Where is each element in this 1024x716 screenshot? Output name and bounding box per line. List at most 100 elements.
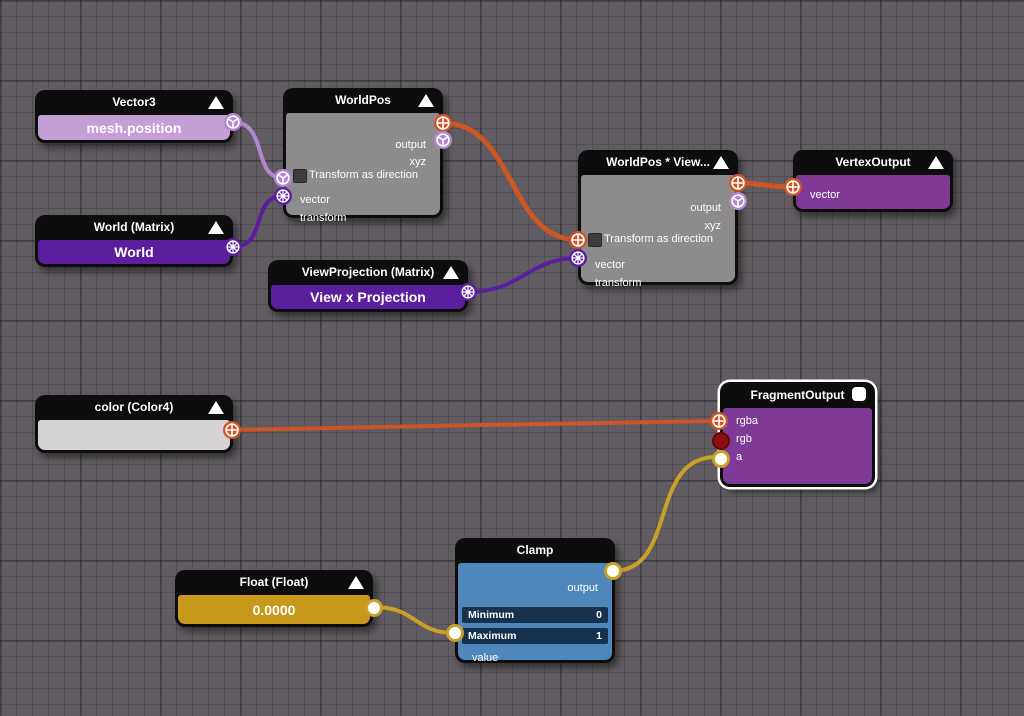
link-viewprojection-to-worldposview-transform[interactable] <box>466 256 580 294</box>
node-float[interactable]: Float (Float) 0.0000 <box>175 570 383 627</box>
crosshair-icon <box>786 180 800 194</box>
collapse-triangle-icon[interactable] <box>713 156 729 169</box>
transform-port-label: transform <box>300 212 347 224</box>
link-float-to-clamp-value[interactable] <box>371 605 457 635</box>
node-title: ViewProjection (Matrix) <box>268 260 468 285</box>
link-clamp-to-fragmentoutput-a[interactable] <box>611 455 718 573</box>
node-title: FragmentOutput <box>720 382 875 408</box>
param-label: Minimum <box>468 609 515 621</box>
node-title: Vector3 <box>35 90 233 115</box>
crosshair-icon <box>731 176 745 190</box>
transform-as-direction-checkbox[interactable] <box>293 169 307 183</box>
clamp-value-port[interactable] <box>446 624 464 642</box>
value-port-label: value <box>472 652 499 664</box>
node-body: vector <box>796 175 950 209</box>
node-title: color (Color4) <box>35 395 233 420</box>
link-world-to-worldpos-transform[interactable] <box>231 194 285 249</box>
float-output-port[interactable] <box>365 599 383 617</box>
transform-as-direction-checkbox[interactable] <box>588 233 602 247</box>
link-worldpos-to-worldposview-vector[interactable] <box>440 120 581 243</box>
node-value: 0.0000 <box>178 595 370 624</box>
crosshair-icon <box>225 423 239 437</box>
color4-output-port[interactable] <box>223 421 241 439</box>
mercedes-y-icon <box>226 115 240 129</box>
viewprojection-output-port[interactable] <box>459 283 477 301</box>
fragmentoutput-rgb-port[interactable] <box>712 432 730 450</box>
fragmentoutput-a-port[interactable] <box>712 450 730 468</box>
clamp-output-port[interactable] <box>604 562 622 580</box>
node-body: output xyz Transform as direction vector… <box>581 175 735 289</box>
vertexoutput-vector-port[interactable] <box>784 178 802 196</box>
node-body: output Minimum 0 Maximum 1 value <box>458 563 612 664</box>
globe-icon <box>226 240 240 254</box>
output-port-label: output <box>395 139 426 151</box>
checkbox-label: Transform as direction <box>309 169 419 181</box>
mercedes-y-icon <box>731 194 745 208</box>
node-value: View x Projection <box>271 285 465 309</box>
param-label: Maximum <box>468 630 517 642</box>
checkbox-label: Transform as direction <box>604 233 714 245</box>
globe-icon <box>461 285 475 299</box>
color-swatch[interactable] <box>38 420 230 450</box>
worldposview-transform-port[interactable] <box>569 249 587 267</box>
node-body: rgba rgb a <box>723 408 872 484</box>
worldposview-output-port[interactable] <box>729 174 747 192</box>
collapse-triangle-icon[interactable] <box>348 576 364 589</box>
node-viewprojection[interactable]: ViewProjection (Matrix) View x Projectio… <box>268 260 477 312</box>
collapse-triangle-icon[interactable] <box>208 96 224 109</box>
crosshair-icon <box>712 414 726 428</box>
worldpos-vector-port[interactable] <box>274 169 292 187</box>
collapse-triangle-icon[interactable] <box>418 94 434 107</box>
a-port-label: a <box>736 451 743 463</box>
node-worldpos[interactable]: WorldPos output xyz Transform as directi… <box>274 88 452 224</box>
node-title: Clamp <box>516 543 554 557</box>
node-vector3[interactable]: Vector3 mesh.position <box>35 90 242 143</box>
transform-port-label: transform <box>595 277 642 289</box>
worldpos-transform-port[interactable] <box>274 187 292 205</box>
worldposview-vector-port[interactable] <box>569 231 587 249</box>
node-title: Float (Float) <box>175 570 373 595</box>
node-world-matrix[interactable]: World (Matrix) World <box>35 215 242 267</box>
node-worldpos-view[interactable]: WorldPos * View... output xyz Transform … <box>569 150 747 289</box>
node-vertexoutput[interactable]: VertexOutput vector <box>784 150 953 212</box>
node-value: mesh.position <box>38 115 230 140</box>
clamp-maximum-row: Maximum 1 <box>462 628 608 644</box>
node-title: WorldPos * View... <box>578 150 738 175</box>
collapse-triangle-icon[interactable] <box>928 156 944 169</box>
param-value: 1 <box>596 630 602 642</box>
node-color4[interactable]: color (Color4) <box>35 395 241 453</box>
node-body: output xyz Transform as direction vector… <box>286 113 440 224</box>
mercedes-y-icon <box>436 133 450 147</box>
collapse-square-icon[interactable] <box>852 387 866 401</box>
node-fragmentoutput[interactable]: FragmentOutput rgba rgb a <box>710 382 875 487</box>
world-output-port[interactable] <box>224 238 242 256</box>
worldposview-xyz-port[interactable] <box>729 192 747 210</box>
node-title: World (Matrix) <box>35 215 233 240</box>
mercedes-y-icon <box>276 171 290 185</box>
collapse-triangle-icon[interactable] <box>208 221 224 234</box>
node-value: World <box>38 240 230 264</box>
link-color4-to-fragmentoutput-rgba[interactable] <box>230 419 720 432</box>
crosshair-icon <box>571 233 585 247</box>
crosshair-icon <box>436 116 450 130</box>
globe-icon <box>571 251 585 265</box>
vector-port-label: vector <box>810 189 840 201</box>
vector3-output-port[interactable] <box>224 113 242 131</box>
collapse-triangle-icon[interactable] <box>443 266 459 279</box>
clamp-minimum-row: Minimum 0 <box>462 607 608 623</box>
param-value: 0 <box>596 609 602 621</box>
worldpos-xyz-port[interactable] <box>434 131 452 149</box>
worldpos-output-port[interactable] <box>434 114 452 132</box>
vector-port-label: vector <box>595 259 625 271</box>
node-title: WorldPos <box>283 88 443 113</box>
fragmentoutput-rgba-port[interactable] <box>710 412 728 430</box>
globe-icon <box>276 189 290 203</box>
node-clamp[interactable]: Clamp output Minimum 0 Maximum 1 value <box>446 538 622 664</box>
node-title: VertexOutput <box>793 150 953 175</box>
xyz-port-label: xyz <box>704 220 722 232</box>
rgba-port-label: rgba <box>736 415 759 427</box>
output-port-label: output <box>567 582 598 594</box>
collapse-triangle-icon[interactable] <box>208 401 224 414</box>
vector-port-label: vector <box>300 194 330 206</box>
